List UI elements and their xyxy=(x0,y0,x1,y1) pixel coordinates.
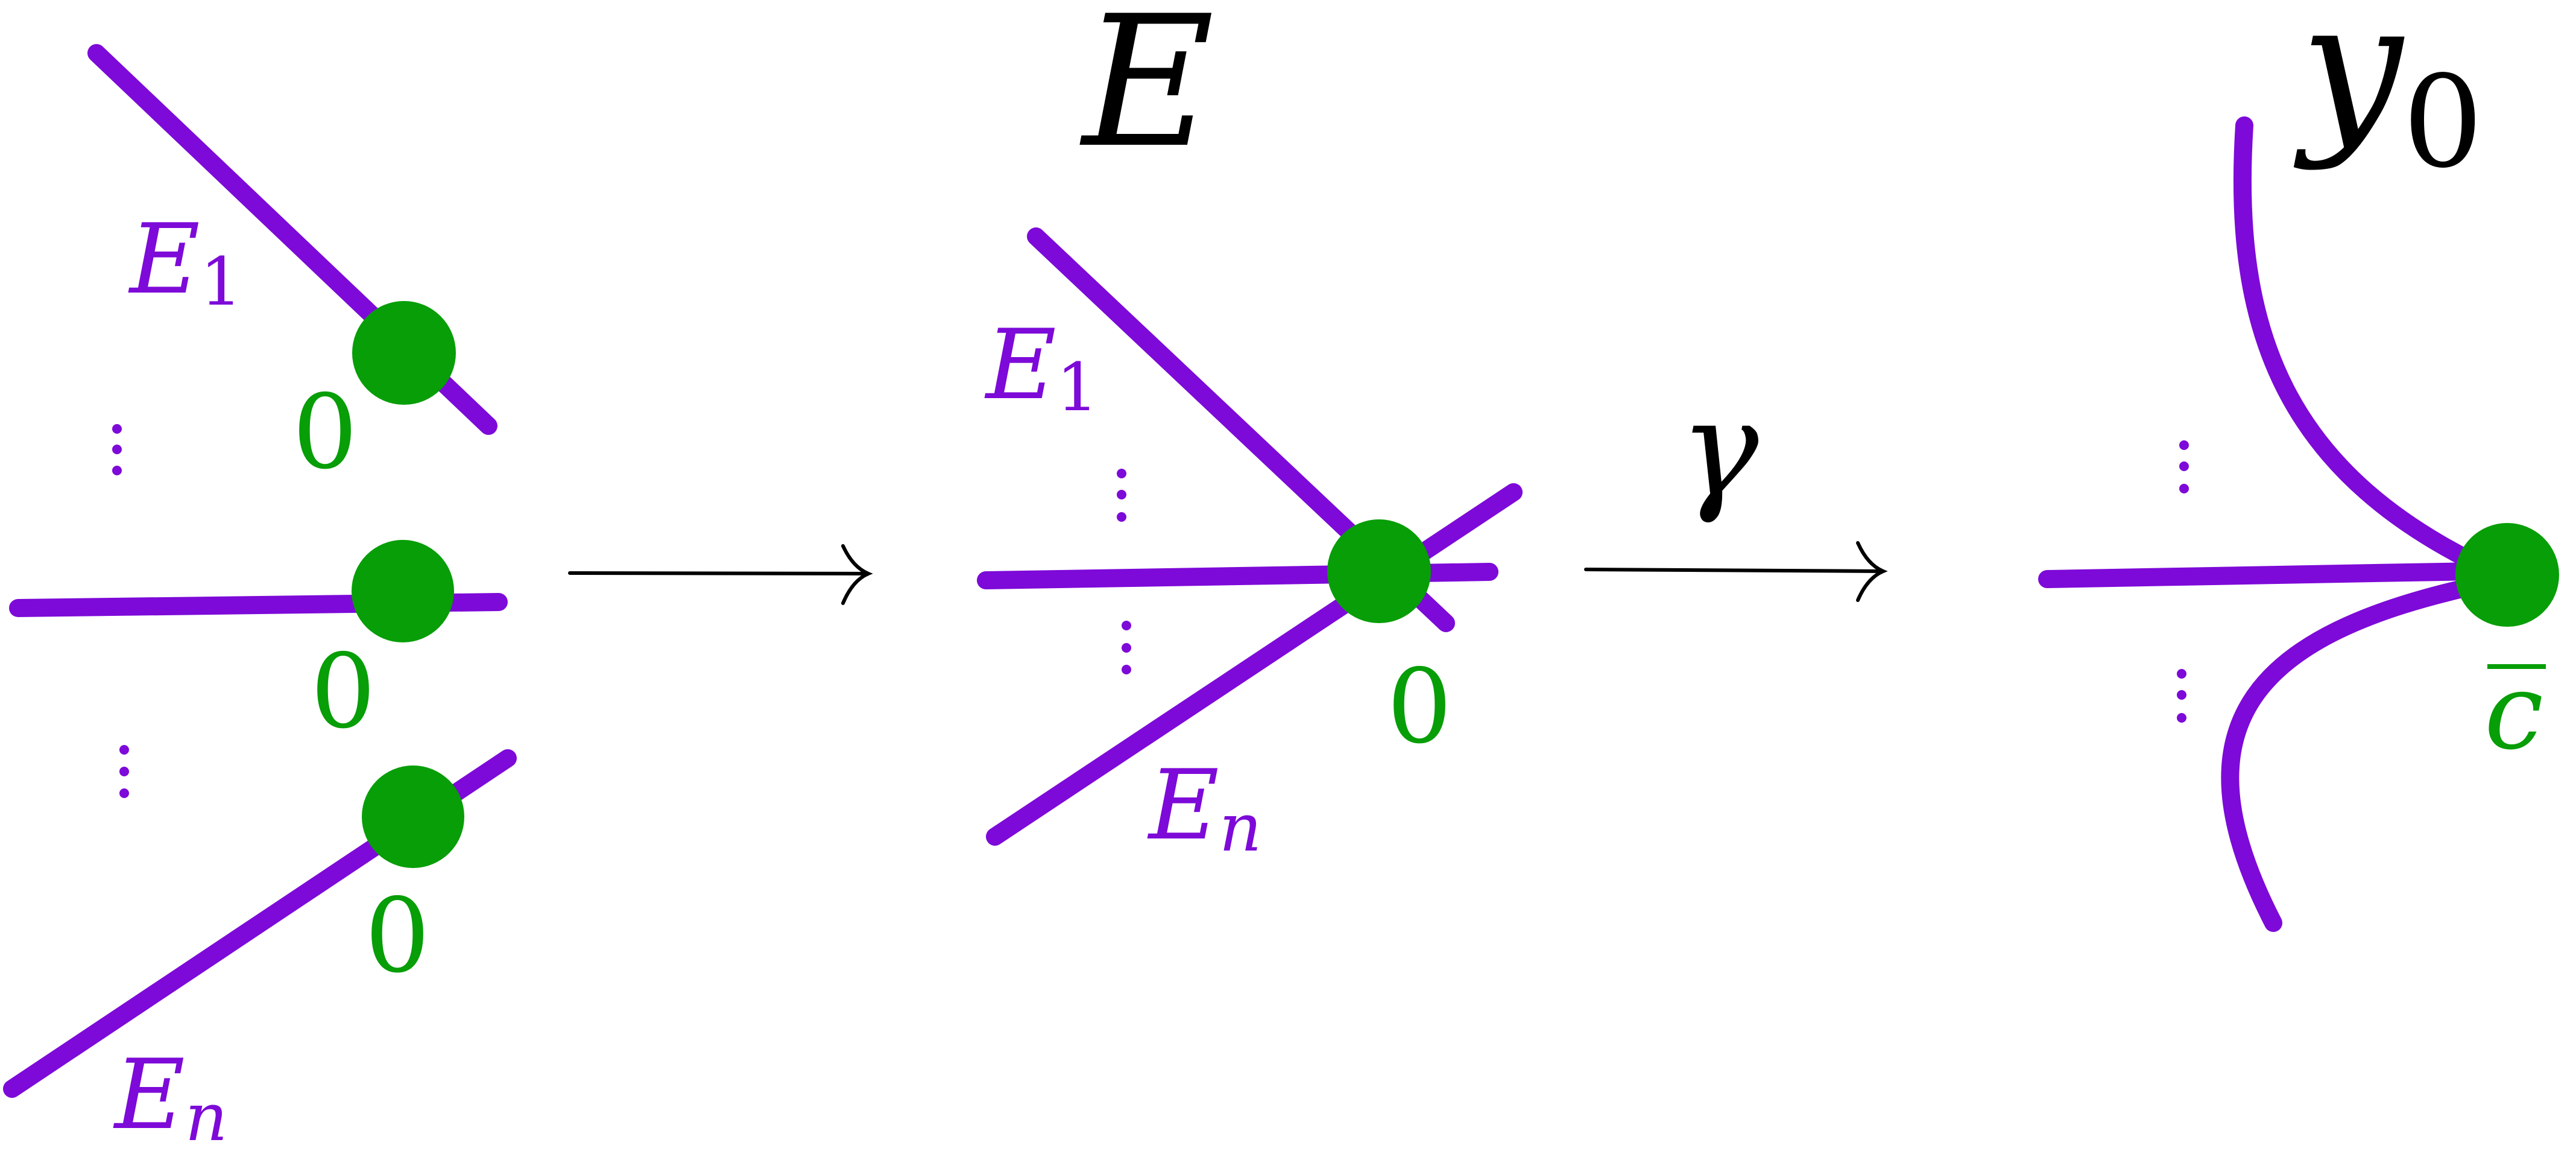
left-point-label-top: 0 xyxy=(292,373,358,492)
left-ellipsis-lower xyxy=(119,745,129,798)
e1-node xyxy=(352,301,456,405)
middle-en-line xyxy=(986,483,1523,846)
middle-title: E xyxy=(1079,0,1214,188)
gamma-label: γ xyxy=(1679,372,1759,526)
left-e1-label: E1 xyxy=(128,203,242,320)
right-upper-branch xyxy=(2233,116,2505,582)
right-lower-branch xyxy=(2221,576,2487,932)
middle-glued-node xyxy=(1327,519,1431,623)
middle-e1-label: E1 xyxy=(984,308,1099,426)
right-panel: y0 c xyxy=(2038,0,2559,932)
left-ellipsis-upper xyxy=(112,424,122,475)
en-node xyxy=(362,765,464,868)
right-title: y0 xyxy=(2292,0,2483,196)
left-en-label: En xyxy=(113,1038,228,1156)
middle-node xyxy=(352,540,454,642)
left-panel: E1 En 0 0 0 xyxy=(3,44,517,1156)
first-arrow xyxy=(568,544,873,605)
right-ellipsis-upper xyxy=(2179,440,2189,493)
middle-ellipsis-upper xyxy=(1117,469,1126,522)
left-point-label-middle: 0 xyxy=(311,632,376,752)
right-singular-node xyxy=(2455,523,2559,627)
right-point-label: c xyxy=(2484,651,2543,773)
right-ellipsis-lower xyxy=(2177,669,2186,723)
right-horizontal-branch xyxy=(2038,562,2516,588)
middle-ellipsis-lower xyxy=(1122,621,1131,674)
gamma-arrow: γ xyxy=(1584,372,1888,602)
middle-en-label: En xyxy=(1147,749,1262,866)
middle-point-label: 0 xyxy=(1387,647,1452,767)
left-point-label-bottom: 0 xyxy=(365,876,430,996)
middle-panel: E E1 En 0 xyxy=(977,0,1523,866)
